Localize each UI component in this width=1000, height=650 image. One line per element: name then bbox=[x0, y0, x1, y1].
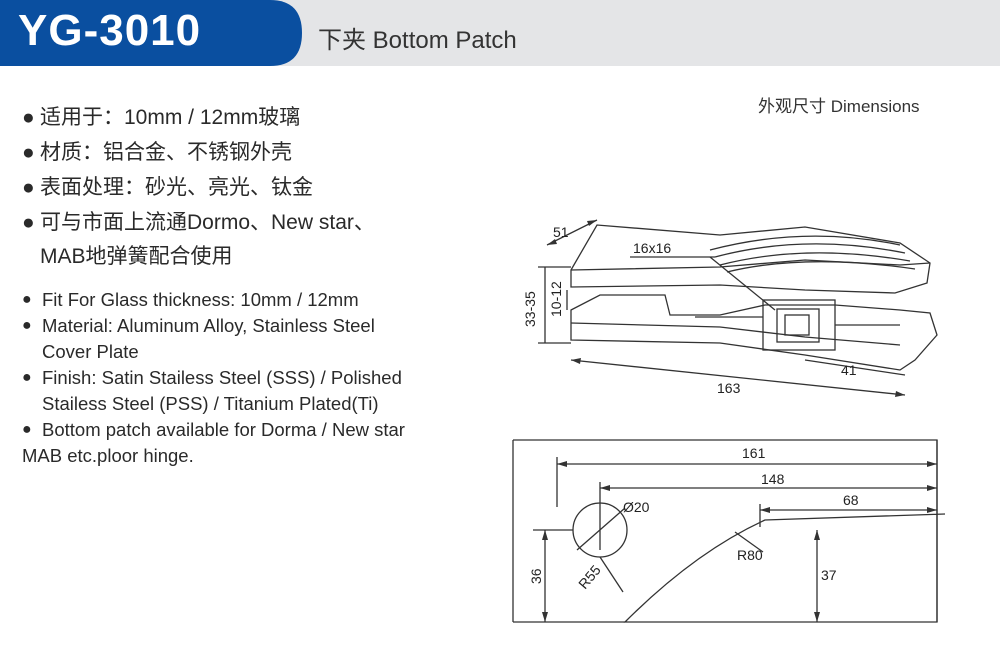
arrow-icon bbox=[542, 530, 548, 540]
lower-body-edge bbox=[570, 322, 901, 346]
upper-body-edge bbox=[570, 259, 931, 271]
arrow-icon bbox=[571, 358, 581, 364]
groove-line bbox=[726, 261, 916, 273]
arrow-icon bbox=[600, 485, 610, 491]
arrow-icon bbox=[814, 530, 820, 540]
spec-en-text: Stailess Steel (PSS) / Titanium Plated(T… bbox=[42, 393, 379, 414]
arrow-icon bbox=[814, 612, 820, 622]
lower-body-outline bbox=[570, 294, 938, 371]
spec-cn-text: 可与市面上流通Dormo、New star、 bbox=[40, 211, 375, 234]
dim-text-hole: Ø20 bbox=[623, 499, 650, 515]
spec-cn-text: MAB地弹簧配合使用 bbox=[40, 245, 233, 268]
bullet-icon: ● bbox=[22, 421, 32, 438]
spec-cn-item-continued: MAB地弹簧配合使用 bbox=[22, 240, 492, 274]
arrow-icon bbox=[760, 507, 770, 513]
square-hole bbox=[784, 314, 810, 336]
dim-text-height: 33-35 bbox=[522, 291, 538, 327]
leader-line bbox=[709, 256, 776, 311]
arrow-icon bbox=[895, 391, 905, 397]
arrow-icon bbox=[587, 220, 597, 226]
bullet-icon: ● bbox=[22, 141, 35, 164]
bullet-icon: ● bbox=[22, 291, 32, 308]
dim-line-163 bbox=[570, 359, 906, 396]
spec-en-text: Material: Aluminum Alloy, Stainless Stee… bbox=[42, 315, 375, 336]
arrow-icon bbox=[927, 485, 937, 491]
spec-cn-item: ●适用于：10mm / 12mm玻璃 bbox=[22, 100, 492, 135]
dim-text-41: 41 bbox=[841, 362, 857, 378]
dim-text-37: 37 bbox=[821, 567, 837, 583]
plate-outline bbox=[513, 439, 946, 623]
spec-en-item-continued: MAB etc.ploor hinge. bbox=[22, 443, 482, 468]
dim-text-r55: R55 bbox=[575, 562, 604, 592]
dim-text-161: 161 bbox=[742, 445, 766, 461]
groove-line bbox=[714, 243, 906, 258]
arrow-icon bbox=[557, 461, 567, 467]
spec-en-text: Cover Plate bbox=[42, 341, 139, 362]
dim-line-hole bbox=[576, 507, 626, 551]
bullet-icon: ● bbox=[22, 369, 32, 386]
bullet-icon: ● bbox=[22, 211, 35, 234]
spec-cn-item: ●材质：铝合金、不锈钢外壳 bbox=[22, 135, 492, 170]
bullet-icon: ● bbox=[22, 176, 35, 199]
spec-en-text: Fit For Glass thickness: 10mm / 12mm bbox=[42, 289, 359, 310]
spec-en-item: ● Material: Aluminum Alloy, Stainless Ste… bbox=[22, 313, 482, 338]
dimensions-label: 外观尺寸 Dimensions bbox=[758, 97, 920, 116]
spec-cn-text: 表面处理：砂光、亮光、钛金 bbox=[40, 176, 313, 199]
dim-text-148: 148 bbox=[761, 471, 785, 487]
groove-line bbox=[719, 252, 911, 266]
spec-cn-text: 适用于：10mm / 12mm玻璃 bbox=[40, 106, 301, 129]
spec-cn-item: ●可与市面上流通Dormo、New star、 bbox=[22, 205, 492, 240]
spec-cn-text: 材质：铝合金、不锈钢外壳 bbox=[40, 141, 292, 164]
upper-body-outline bbox=[570, 224, 931, 294]
spec-en-text: MAB etc.ploor hinge. bbox=[22, 445, 194, 466]
dim-text-glass: 10-12 bbox=[548, 281, 564, 317]
model-tab-shape bbox=[0, 0, 302, 66]
spec-en-text: Bottom patch available for Dorma / New s… bbox=[42, 419, 405, 440]
spec-en-item: ● Bottom patch available for Dorma / New … bbox=[22, 417, 482, 442]
dim-text-square: 16x16 bbox=[633, 240, 671, 256]
spec-en-item-continued: Cover Plate bbox=[22, 339, 482, 364]
bullet-icon: ● bbox=[22, 317, 32, 334]
dim-text-68: 68 bbox=[843, 492, 859, 508]
model-tab: YG-3010 bbox=[0, 0, 302, 66]
spec-en-item-continued: Stailess Steel (PSS) / Titanium Plated(T… bbox=[22, 391, 482, 416]
model-code: YG-3010 bbox=[18, 6, 202, 55]
bullet-icon: ● bbox=[22, 106, 35, 129]
dim-text-36: 36 bbox=[528, 568, 544, 584]
spec-list-english: ● Fit For Glass thickness: 10mm / 12mm ● M… bbox=[22, 287, 482, 469]
groove-line bbox=[709, 235, 901, 251]
dim-line-r80 bbox=[734, 531, 764, 553]
spec-en-item: ● Fit For Glass thickness: 10mm / 12mm bbox=[22, 287, 482, 312]
arrow-icon bbox=[547, 239, 557, 245]
product-title: 下夹 Bottom Patch bbox=[318, 27, 517, 54]
drawing-side-view: 51 16x16 33-35 10-12 163 41 bbox=[522, 219, 938, 397]
spec-cn-item: ●表面处理：砂光、亮光、钛金 bbox=[22, 170, 492, 205]
dim-text-163: 163 bbox=[717, 380, 741, 396]
drawing-plan-view: 161 148 68 Ø20 36 R55 R80 37 bbox=[512, 439, 946, 623]
dim-line-r55 bbox=[599, 556, 624, 593]
dim-text-r80: R80 bbox=[737, 547, 763, 563]
spec-en-item: ● Finish: Satin Stailess Steel (SSS) / Po… bbox=[22, 365, 482, 390]
dim-line-41 bbox=[804, 359, 906, 376]
spec-list-chinese: ●适用于：10mm / 12mm玻璃 ●材质：铝合金、不锈钢外壳 ●表面处理：砂… bbox=[22, 100, 492, 274]
arrow-icon bbox=[927, 461, 937, 467]
arrow-icon bbox=[927, 507, 937, 513]
arrow-icon bbox=[542, 612, 548, 622]
square-clamp-inner bbox=[776, 308, 820, 343]
dim-text-51: 51 bbox=[553, 224, 569, 240]
spec-en-text: Finish: Satin Stailess Steel (SSS) / Pol… bbox=[42, 367, 402, 388]
